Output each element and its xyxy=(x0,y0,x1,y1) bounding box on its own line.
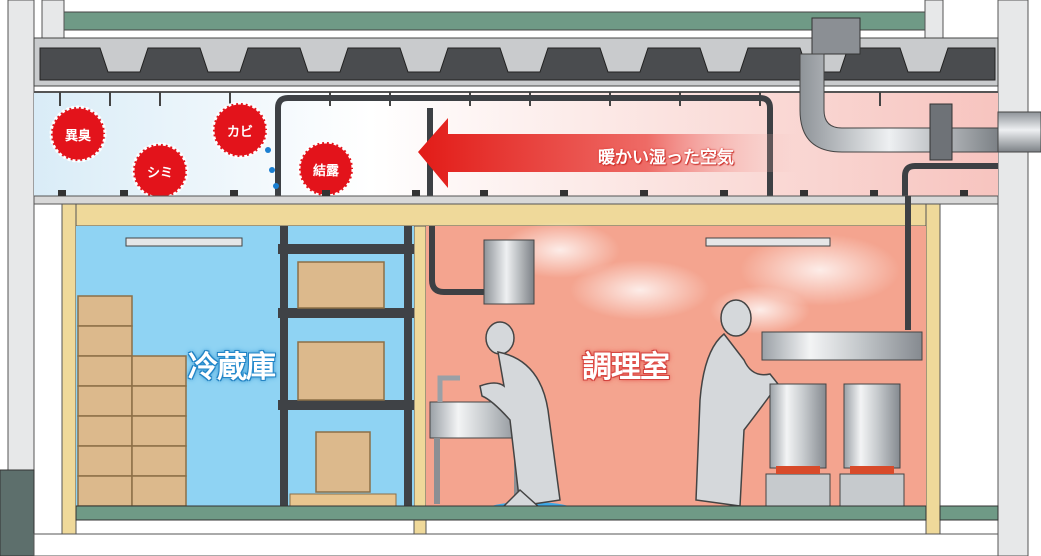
vent-fan-unit xyxy=(483,239,535,305)
kitchen-light xyxy=(705,237,831,247)
foundation xyxy=(33,533,999,556)
fridge-room-label: 冷蔵庫 xyxy=(188,350,276,385)
left-column xyxy=(7,0,35,556)
metal-shelf xyxy=(278,226,414,507)
problem-label-condensation: 結露 xyxy=(312,164,339,179)
floor xyxy=(75,505,927,521)
kitchen-vent-pipe xyxy=(429,226,484,295)
left-post xyxy=(61,203,77,535)
problem-badge-mold xyxy=(211,101,269,159)
ceiling-board xyxy=(33,195,999,205)
left-base-wall xyxy=(0,469,35,556)
problem-label-stain: シミ xyxy=(146,166,173,181)
warm-air-label: 暖かい湿った空気 xyxy=(598,148,734,168)
worker-at-sink xyxy=(479,321,561,511)
ceiling-deck-profile xyxy=(39,47,996,81)
problem-label-mold: カビ xyxy=(226,125,253,140)
problem-badge-odor xyxy=(49,105,107,163)
worker-at-stove xyxy=(695,299,779,507)
duct-flange xyxy=(929,103,953,161)
cardboard-boxes-stack xyxy=(77,295,187,507)
duct-inlet-box xyxy=(811,17,861,55)
fridge-light xyxy=(125,237,243,247)
ceiling-anchors xyxy=(58,190,968,196)
center-post xyxy=(413,225,427,535)
exhaust-duct xyxy=(799,53,999,153)
top-beam xyxy=(61,203,941,227)
kitchen-room-label: 調理室 xyxy=(582,350,670,385)
roof-slab xyxy=(61,11,943,31)
cooking-station xyxy=(761,331,923,507)
right-post xyxy=(925,203,941,535)
right-column xyxy=(997,0,1029,556)
water-drops xyxy=(265,147,279,189)
problem-label-odor: 異臭 xyxy=(64,129,91,144)
floor-right xyxy=(939,505,999,521)
warm-air-arrow xyxy=(418,118,800,188)
duct-right-extension xyxy=(997,111,1041,153)
